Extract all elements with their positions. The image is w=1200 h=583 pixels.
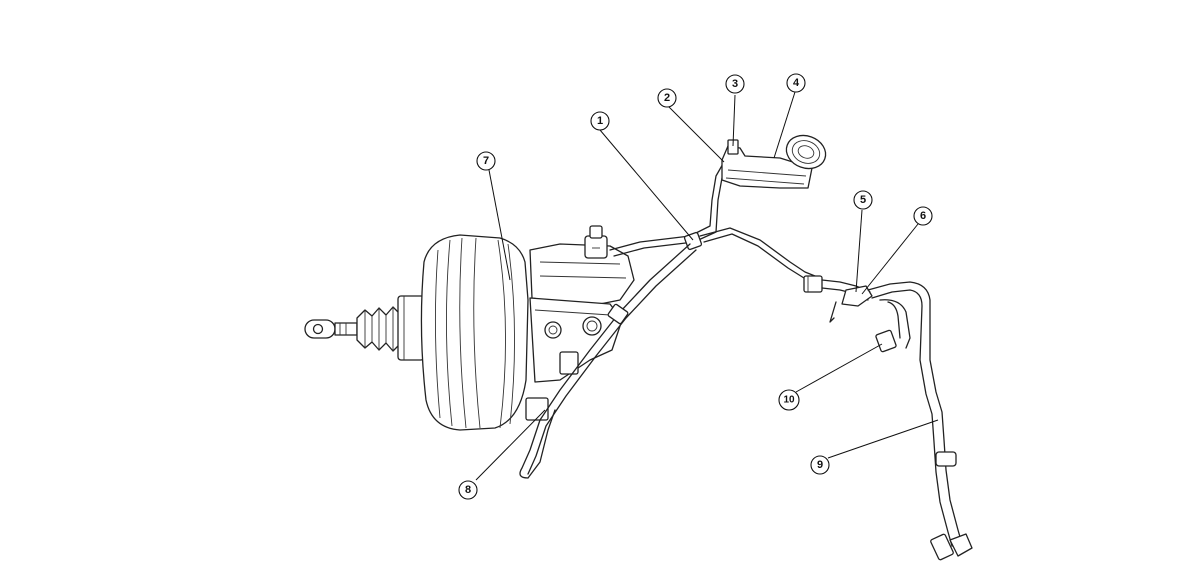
leader-9 <box>827 419 939 459</box>
fluid-reservoir <box>721 134 827 189</box>
leader-1 <box>599 129 694 241</box>
callout-3-label: 3 <box>732 78 738 90</box>
push-rod-clevis <box>304 319 358 339</box>
callout-6-label: 6 <box>920 210 926 222</box>
callout-10-label: 10 <box>783 395 795 406</box>
callout-2-label: 2 <box>664 92 670 104</box>
callout-6: 6 <box>913 206 933 226</box>
callout-4: 4 <box>786 73 806 93</box>
master-cylinder <box>525 225 635 421</box>
push-rod-boot <box>356 306 406 352</box>
brake-booster <box>304 234 529 431</box>
leader-2 <box>667 105 725 163</box>
callout-9-label: 9 <box>817 459 823 471</box>
callout-10: 10 <box>778 389 800 411</box>
hose-connector-5 <box>803 275 873 323</box>
callout-9: 9 <box>810 455 830 475</box>
callout-1: 1 <box>590 111 610 131</box>
callout-2: 2 <box>657 88 677 108</box>
hose-9 <box>867 281 973 561</box>
brake-line-8 <box>519 243 697 479</box>
leader-7 <box>488 169 511 281</box>
callout-8-label: 8 <box>465 484 471 496</box>
callout-5: 5 <box>853 190 873 210</box>
leader-10 <box>795 343 883 393</box>
leader-8 <box>475 409 546 481</box>
leader-3 <box>732 94 736 147</box>
callout-5-label: 5 <box>860 194 866 206</box>
callout-3: 3 <box>725 74 745 94</box>
brake-line-1 <box>609 161 731 257</box>
leader-4 <box>773 91 796 159</box>
callout-1-label: 1 <box>597 115 603 127</box>
callout-7-label: 7 <box>483 155 489 167</box>
leader-lines <box>475 91 939 481</box>
callout-7: 7 <box>476 151 496 171</box>
callout-4-label: 4 <box>793 77 800 89</box>
callout-8: 8 <box>458 480 478 500</box>
leader-5 <box>855 209 863 293</box>
brake-line-main <box>699 227 821 285</box>
leader-6 <box>861 223 919 295</box>
